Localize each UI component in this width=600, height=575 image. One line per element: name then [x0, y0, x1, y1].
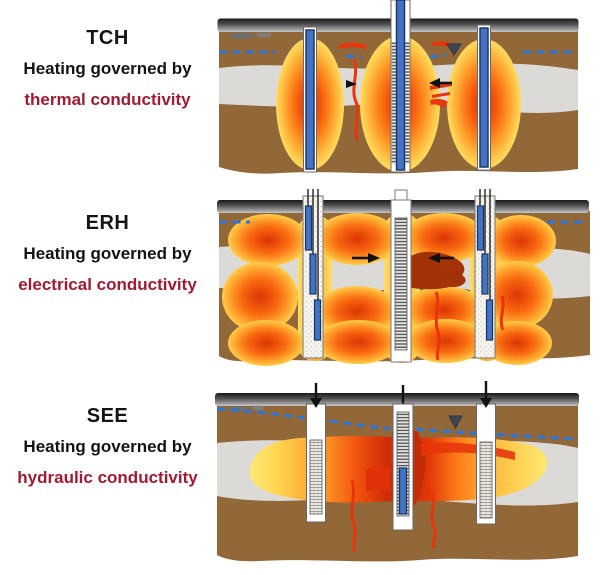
- erh-mechanism: electrical conductivity: [18, 275, 197, 294]
- heat-plume-lobes: [222, 213, 556, 366]
- erh-subtitle: Heating governed by: [23, 244, 192, 263]
- erh-label-block: ERH Heating governed by electrical condu…: [0, 212, 215, 295]
- electrode-well-right: [474, 189, 496, 359]
- dnapl-pool: [408, 251, 466, 290]
- vapor-flow-arrows: [352, 253, 454, 263]
- steam-arrow-down-icon: [480, 381, 492, 408]
- steam-arrow-down-icon: [310, 383, 322, 408]
- vacuum-well-center: [390, 189, 412, 363]
- pavement-debris: [229, 32, 271, 39]
- see-subtitle: Heating governed by: [23, 437, 192, 456]
- electrode-well-left: [302, 189, 324, 359]
- water-table-line: [219, 50, 576, 59]
- vapor-flow-arrows: [346, 78, 452, 88]
- tch-mechanism: thermal conductivity: [24, 90, 191, 109]
- flow-arrow-right-icon: [352, 253, 380, 263]
- contaminant-drips: [434, 291, 505, 361]
- heater-well-right: [477, 24, 491, 171]
- water-table-marker-icon: [446, 43, 462, 56]
- see-diagram: [215, 381, 579, 562]
- extraction-well-center: [392, 385, 414, 531]
- heater-well-left: [303, 26, 317, 173]
- erh-diagram: [217, 189, 590, 366]
- heater-vacuum-well-center: [390, 0, 411, 173]
- erh-title: ERH: [85, 212, 130, 234]
- tch-label-block: TCH Heating governed by thermal conducti…: [0, 27, 215, 110]
- steam-injection-well-right: [476, 381, 496, 525]
- flow-arrow-left-icon: [428, 253, 454, 263]
- flow-arrow-right-icon: [346, 80, 357, 88]
- tch-diagram: [217, 0, 579, 174]
- flow-arrow-left-icon: [429, 78, 452, 88]
- water-table-marker-icon: [448, 415, 463, 430]
- see-label-block: SEE Heating governed by hydraulic conduc…: [0, 405, 215, 488]
- steam-injection-well-left: [306, 383, 326, 523]
- tch-title: TCH: [86, 27, 129, 49]
- see-title: SEE: [86, 405, 129, 427]
- tch-subtitle: Heating governed by: [23, 59, 192, 78]
- see-mechanism: hydraulic conductivity: [17, 468, 198, 487]
